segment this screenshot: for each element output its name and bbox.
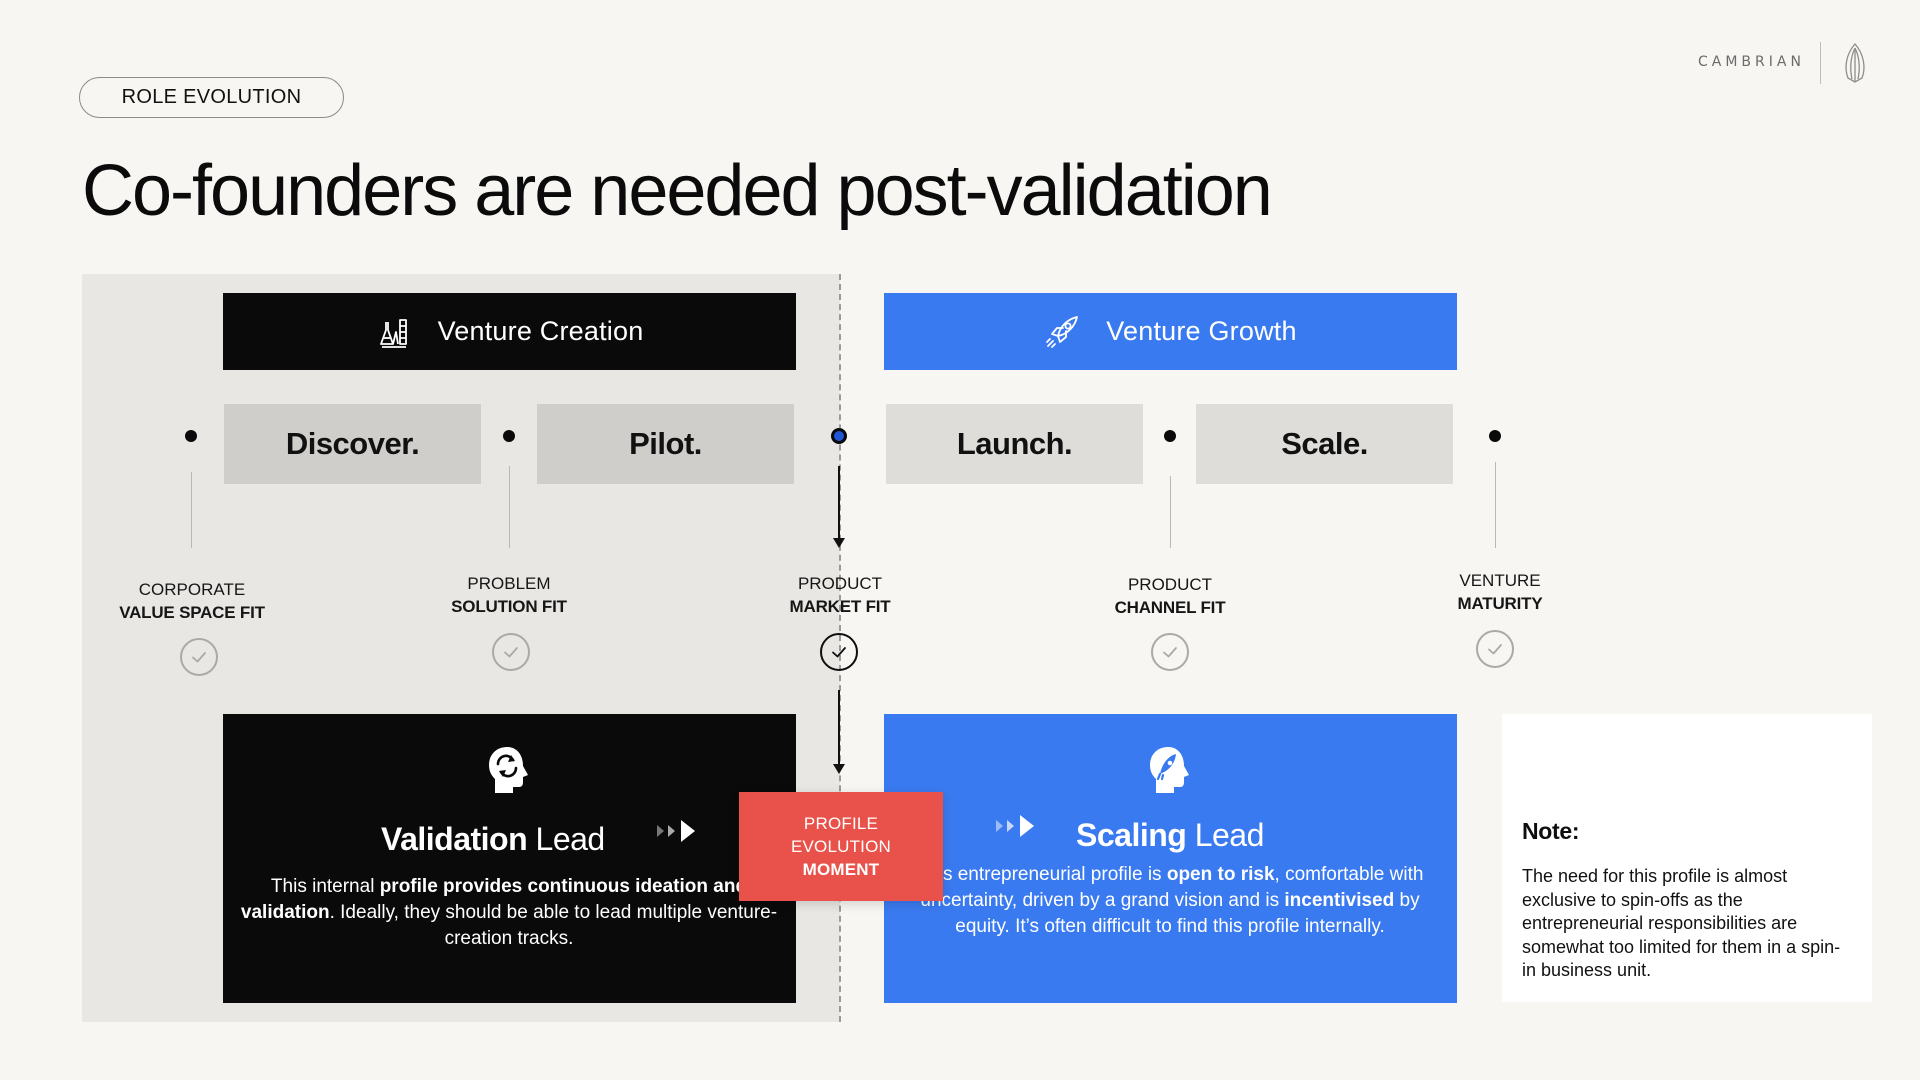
milestone-line (509, 466, 510, 548)
stage-pilot: Pilot. (537, 404, 794, 484)
page-title: Co-founders are needed post-validation (82, 151, 1273, 231)
head-cycle-icon (489, 747, 528, 793)
moment-line-bold: MOMENT (802, 860, 880, 879)
milestone-label-bottom: CHANNEL FIT (1114, 598, 1226, 617)
milestone-line (1495, 462, 1496, 548)
lab-flasks-icon (379, 318, 407, 348)
role-description: This entrepreneurial profile is open to … (900, 862, 1440, 940)
milestone-label-top: PRODUCT (1127, 575, 1213, 594)
milestone-line (1170, 476, 1171, 548)
description-text: by equity. It’s often difficult to find … (955, 890, 1420, 937)
feather-crest-icon (1845, 43, 1865, 83)
note-title: Note: (1522, 818, 1580, 844)
description-emphasis: incentivised (1284, 890, 1395, 911)
role-description: This internal profile provides continuou… (239, 874, 779, 952)
role-title: Scaling Lead (1076, 817, 1264, 854)
milestone-label-bottom: VALUE SPACE FIT (119, 603, 265, 622)
card-validation-lead: Validation Lead This internal profile pr… (223, 714, 796, 1003)
milestone-arrow-line (838, 466, 840, 538)
note-box: Note: The need for this profile is almos… (1502, 714, 1872, 1002)
phase-label: Venture Creation (437, 316, 644, 346)
milestone-dot (503, 430, 515, 442)
fast-forward-icon (657, 820, 695, 842)
check-icon (1151, 633, 1189, 671)
arrow-down-icon (833, 538, 845, 548)
milestone-dot (185, 430, 197, 442)
role-title-bold: Validation (381, 821, 528, 857)
milestone-dot-active (831, 428, 847, 444)
logo-separator (1820, 42, 1821, 84)
description-text: This entrepreneurial profile is (916, 864, 1167, 885)
check-icon (820, 633, 858, 671)
milestone-dot (1489, 430, 1501, 442)
milestone-label-top: PROBLEM (467, 574, 551, 593)
head-rocket-icon (1150, 747, 1189, 793)
note-body: The need for this profile is almost excl… (1522, 866, 1841, 980)
profile-evolution-moment-badge: PROFILE EVOLUTION MOMENT (739, 792, 943, 901)
milestone-dot (1164, 430, 1176, 442)
card-scaling-lead: Scaling Lead This entrepreneurial profil… (884, 714, 1457, 1003)
role-title: Validation Lead (381, 821, 605, 858)
rocket-icon (1046, 315, 1079, 348)
milestone-product-market-fit: PRODUCT MARKET FIT (740, 572, 940, 618)
milestone-label-bottom: SOLUTION FIT (451, 597, 567, 616)
milestone-problem-solution-fit: PROBLEM SOLUTION FIT (409, 572, 609, 618)
check-icon (1476, 630, 1514, 668)
milestone-label-bottom: MATURITY (1457, 594, 1543, 613)
milestone-label-bottom: MARKET FIT (789, 597, 891, 616)
milestone-label-top: VENTURE (1459, 571, 1541, 590)
description-text: , comfortable with uncertainty, driven b… (920, 864, 1424, 911)
stage-scale: Scale. (1196, 404, 1453, 484)
moment-line: EVOLUTION (790, 837, 892, 856)
description-emphasis: open to risk (1166, 864, 1275, 885)
logo-wordmark: CAMBRIAN (1698, 54, 1805, 70)
phase-venture-creation: Venture Creation (223, 293, 796, 370)
arrow-down-icon (833, 764, 845, 774)
description-emphasis: profile provides continuous ideation and… (240, 876, 748, 923)
section-tag: ROLE EVOLUTION (79, 77, 344, 118)
milestone-corporate-value-space-fit: CORPORATE VALUE SPACE FIT (92, 578, 292, 624)
phase-label: Venture Growth (1106, 316, 1297, 346)
check-icon (492, 633, 530, 671)
stage-launch: Launch. (886, 404, 1143, 484)
stage-discover: Discover. (224, 404, 481, 484)
description-text: . Ideally, they should be able to lead m… (329, 902, 778, 949)
role-title-rest: Lead (527, 821, 606, 857)
moment-line: PROFILE (803, 814, 879, 833)
phase-venture-growth: Venture Growth (884, 293, 1457, 370)
milestone-arrow-line (838, 690, 840, 766)
description-text: This internal (270, 876, 380, 897)
milestone-label-top: CORPORATE (138, 580, 246, 599)
milestone-line (191, 472, 192, 548)
milestone-label-top: PRODUCT (797, 574, 883, 593)
milestone-venture-maturity: VENTURE MATURITY (1400, 569, 1600, 615)
role-title-bold: Scaling (1076, 817, 1187, 853)
milestone-product-channel-fit: PRODUCT CHANNEL FIT (1070, 573, 1270, 619)
fast-forward-icon (996, 815, 1034, 837)
check-icon (180, 638, 218, 676)
role-title-rest: Lead (1186, 817, 1265, 853)
